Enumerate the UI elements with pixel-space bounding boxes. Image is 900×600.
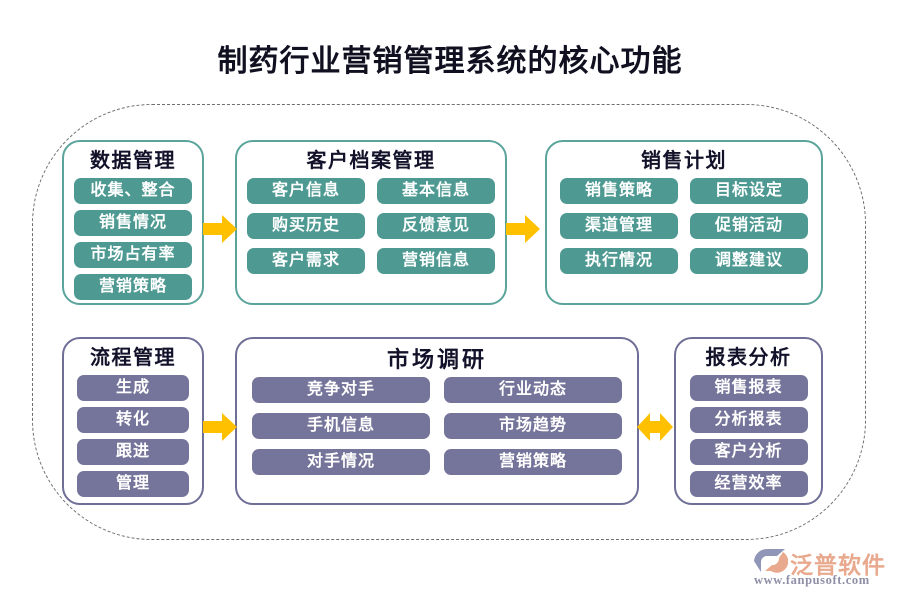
chip-grid: 收集、整合 销售情况 市场占有率 营销策略 <box>64 178 202 300</box>
brand-name: 泛普软件 <box>790 553 886 578</box>
chip-item[interactable]: 客户信息 <box>247 178 365 204</box>
group-title: 市场调研 <box>386 347 487 372</box>
group-box-process-management[interactable]: 流程管理 生成 转化 跟进 管理 <box>62 337 204 505</box>
arrow-double-headed-icon <box>637 412 673 442</box>
chip-item[interactable]: 营销策略 <box>74 274 192 300</box>
arrow-right-icon <box>203 214 237 244</box>
group-box-sales-plan[interactable]: 销售计划 销售策略 目标设定 渠道管理 促销活动 执行情况 调整建议 <box>545 140 823 305</box>
chip-item[interactable]: 转化 <box>77 407 189 433</box>
chip-item[interactable]: 执行情况 <box>560 248 678 274</box>
chip-item[interactable]: 经营效率 <box>689 471 808 497</box>
chip-item[interactable]: 市场占有率 <box>74 242 192 268</box>
chip-item[interactable]: 销售策略 <box>560 178 678 204</box>
page-title: 制药行业营销管理系统的核心功能 <box>217 45 683 78</box>
arrow-right-icon <box>203 412 237 442</box>
chip-grid: 销售策略 目标设定 渠道管理 促销活动 执行情况 调整建议 <box>547 178 821 274</box>
arrow-right-icon <box>506 214 540 244</box>
chip-item[interactable]: 渠道管理 <box>560 213 678 239</box>
chip-item[interactable]: 调整建议 <box>690 248 808 274</box>
chip-item[interactable]: 对手情况 <box>252 449 430 476</box>
chip-item[interactable]: 行业动态 <box>444 377 622 404</box>
fanpu-logo-icon <box>754 548 788 573</box>
chip-item[interactable]: 购买历史 <box>247 213 365 239</box>
group-title: 客户档案管理 <box>306 150 436 172</box>
chip-item[interactable]: 收集、整合 <box>74 178 192 204</box>
chip-item[interactable]: 竞争对手 <box>252 377 430 404</box>
chip-item[interactable]: 基本信息 <box>377 178 495 204</box>
chip-item[interactable]: 反馈意见 <box>377 213 495 239</box>
brand-url: www.fanpusoft.com <box>754 573 870 587</box>
group-box-market-research[interactable]: 市场调研 竞争对手 行业动态 手机信息 市场趋势 对手情况 营销策略 <box>235 337 639 505</box>
chip-item[interactable]: 营销信息 <box>377 248 495 274</box>
chip-item[interactable]: 销售情况 <box>74 210 192 236</box>
group-box-customer-archive-management[interactable]: 客户档案管理 客户信息 基本信息 购买历史 反馈意见 客户需求 营销信息 <box>235 140 507 305</box>
group-title: 数据管理 <box>90 150 176 172</box>
group-box-report-analysis[interactable]: 报表分析 销售报表 分析报表 客户分析 经营效率 <box>674 337 823 505</box>
group-title: 销售计划 <box>641 150 727 172</box>
group-box-data-management[interactable]: 数据管理 收集、整合 销售情况 市场占有率 营销策略 <box>62 140 204 305</box>
chip-item[interactable]: 管理 <box>77 471 189 497</box>
brand-logo: 泛普软件 www.fanpusoft.com <box>752 546 888 590</box>
chip-grid: 销售报表 分析报表 客户分析 经营效率 <box>676 375 821 497</box>
chip-grid: 生成 转化 跟进 管理 <box>64 375 202 497</box>
chip-item[interactable]: 跟进 <box>77 439 189 465</box>
chip-item[interactable]: 目标设定 <box>690 178 808 204</box>
chip-item[interactable]: 生成 <box>77 375 189 401</box>
chip-item[interactable]: 营销策略 <box>444 449 622 476</box>
chip-item[interactable]: 分析报表 <box>689 407 808 433</box>
chip-item[interactable]: 手机信息 <box>252 413 430 440</box>
chip-item[interactable]: 客户分析 <box>689 439 808 465</box>
chip-item[interactable]: 促销活动 <box>690 213 808 239</box>
chip-grid: 客户信息 基本信息 购买历史 反馈意见 客户需求 营销信息 <box>237 178 505 274</box>
chip-item[interactable]: 市场趋势 <box>444 413 622 440</box>
group-title: 流程管理 <box>90 347 176 369</box>
chip-item[interactable]: 客户需求 <box>247 248 365 274</box>
group-title: 报表分析 <box>705 347 792 369</box>
chip-item[interactable]: 销售报表 <box>689 375 808 401</box>
chip-grid: 竞争对手 行业动态 手机信息 市场趋势 对手情况 营销策略 <box>237 377 637 476</box>
diagram-outer-container <box>32 104 866 540</box>
